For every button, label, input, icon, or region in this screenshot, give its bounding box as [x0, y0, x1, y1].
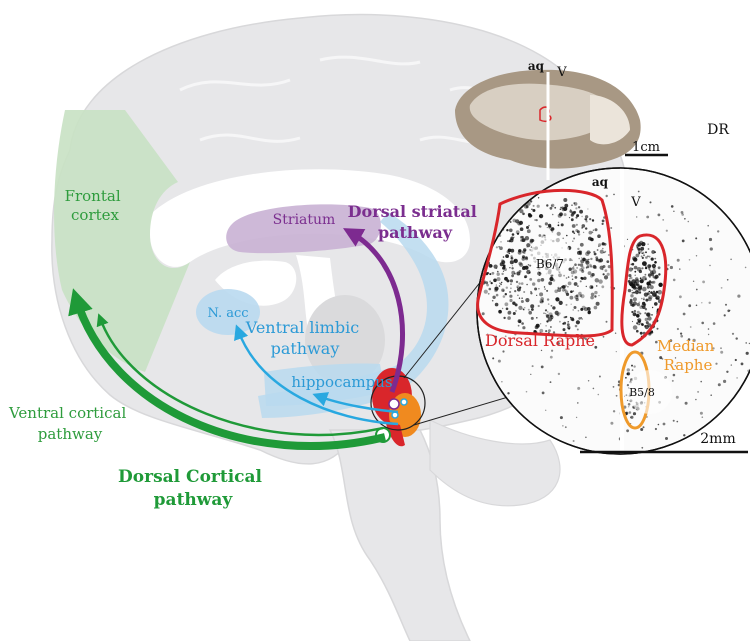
aq-inset-label: aq: [592, 175, 609, 189]
n-acc-region: [196, 289, 260, 335]
v-top-label: V: [556, 65, 567, 80]
median-raphe-label: Median Raphe: [657, 337, 719, 374]
ventral-limbic-arrow-nacc: [234, 324, 399, 426]
ventral-limbic-arrow-hippocampus: [312, 392, 399, 414]
ventral-cortical-label: Ventral cortical pathway: [8, 404, 131, 443]
striatum-label: Striatum: [273, 212, 336, 228]
scale-1cm-label: 1cm: [632, 140, 660, 155]
scale-2mm-label: 2mm: [700, 431, 735, 447]
histology-inset: [476, 167, 750, 455]
b67-label: B6/7: [536, 257, 564, 271]
frontal-cortex-label: Frontal cortex: [65, 187, 126, 224]
b58-label: B5/8: [629, 386, 655, 399]
hippocampus-label: hippocampus: [291, 373, 392, 391]
n-acc-label: N. acc: [207, 306, 248, 321]
dorsal-raphe-outline: [476, 188, 614, 338]
dorsal-raphe-label: Dorsal Raphe: [485, 331, 595, 350]
ventral-cortical-arrow: [96, 313, 384, 437]
striatum-region: [226, 204, 381, 254]
dorsal-striatal-label: Dorsal striatal pathway: [348, 202, 483, 242]
dorsal-cortical-arrow: [68, 288, 386, 451]
dr-label: DR: [707, 122, 729, 138]
brainstem-photo: [455, 69, 641, 180]
dorsal-cortical-label: Dorsal Cortical pathway: [118, 467, 268, 510]
ventral-limbic-label: Ventral limbic pathway: [245, 318, 365, 358]
dorsal-striatal-arrow: [343, 228, 405, 393]
v-inset-label: V: [630, 195, 641, 210]
aq-top-label: aq: [528, 59, 545, 73]
